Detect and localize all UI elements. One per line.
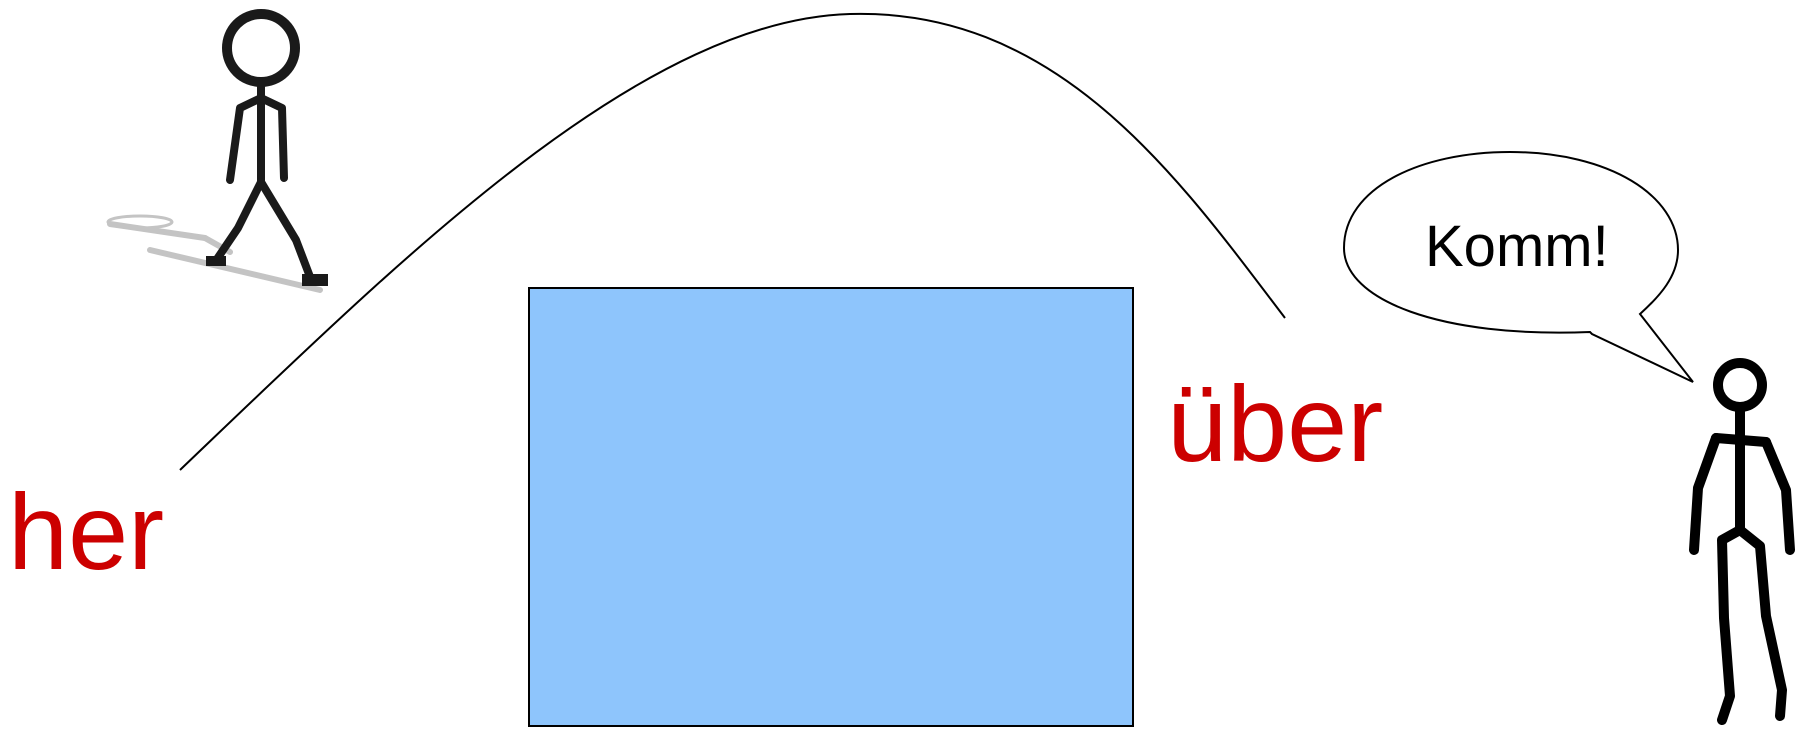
- walking-stick-figure-icon: [106, 9, 328, 293]
- speech-bubble: [1342, 150, 1694, 383]
- word-uber: über: [1167, 363, 1384, 484]
- speech-bubble-text: Komm!: [1425, 214, 1609, 279]
- movement-arc: [179, 12, 1286, 471]
- obstacle-box: [528, 287, 1134, 727]
- standing-stick-figure-icon: [1689, 358, 1795, 725]
- word-her: her: [8, 471, 165, 592]
